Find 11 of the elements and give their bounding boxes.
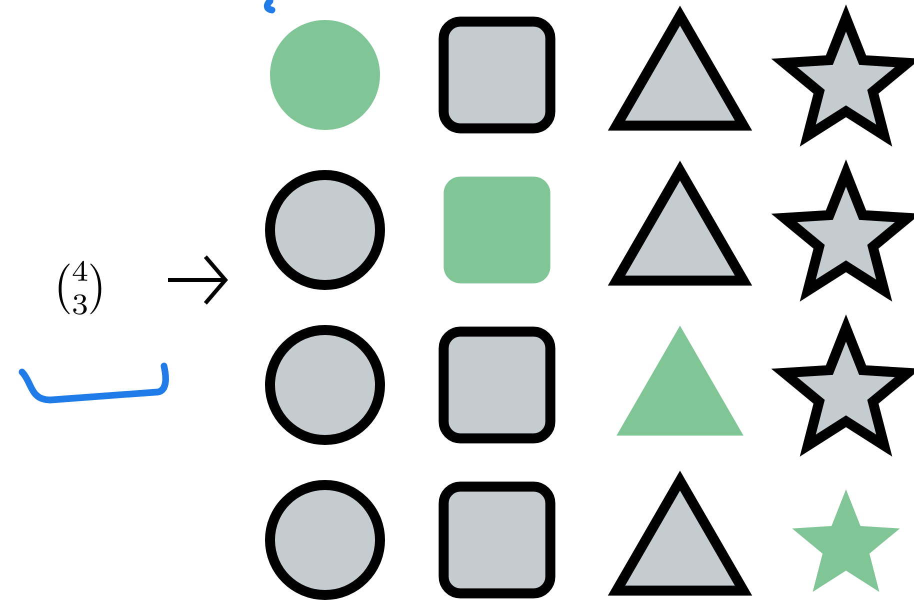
rounded-square-shape [438, 326, 556, 444]
circle-shape [270, 20, 380, 130]
rounded-square-shape [444, 176, 550, 284]
circle-shape [265, 325, 385, 445]
rounded-square-shape [438, 482, 556, 598]
binomial-coefficient: $\binom{4}{3}$ [58, 260, 102, 315]
star-shape [792, 489, 900, 592]
triangle-shape [616, 326, 744, 436]
circle-shape [265, 170, 385, 290]
circle-shape [265, 480, 385, 600]
rounded-square-shape [438, 16, 556, 134]
